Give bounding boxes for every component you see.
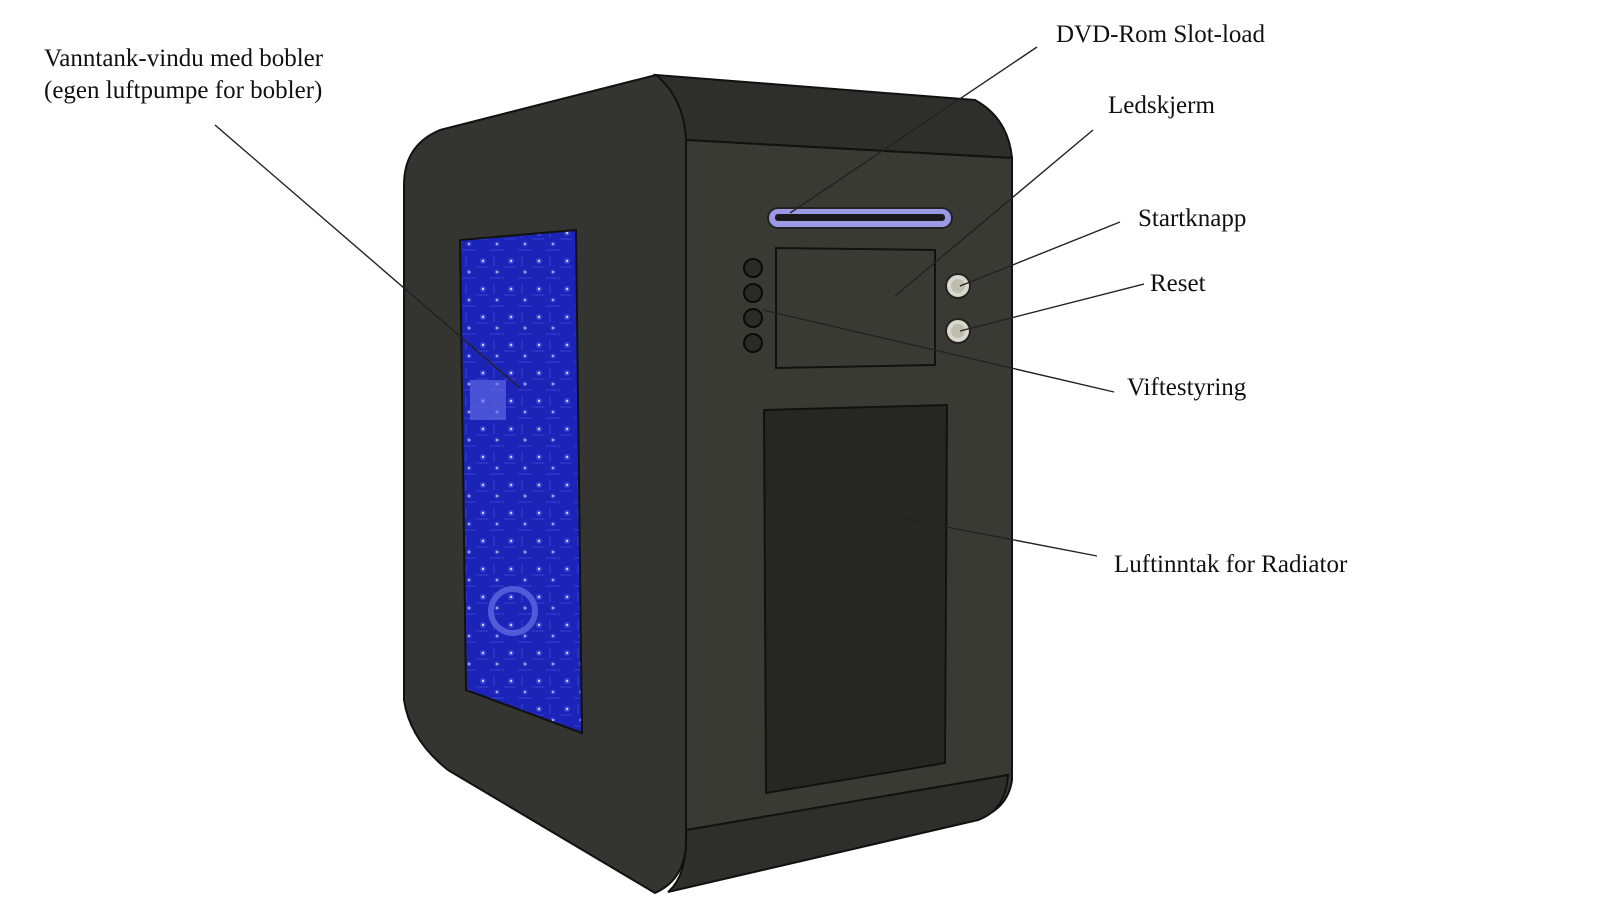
- case-bottom-edge: [667, 773, 1010, 893]
- fan-knob-3: [743, 308, 763, 328]
- water-tank-window: [458, 228, 584, 735]
- leader-startknapp: [959, 221, 1121, 287]
- label-reset-button: Reset: [1150, 270, 1206, 297]
- window-fan-detail: [488, 586, 538, 636]
- fan-knob-4: [743, 333, 763, 353]
- label-start-button: Startknapp: [1138, 205, 1247, 232]
- label-water-tank-line2: (egen luftpumpe for bobler): [44, 77, 323, 104]
- label-dvd-rom: DVD-Rom Slot-load: [1056, 21, 1266, 48]
- leader-ledskjerm: [894, 129, 1094, 297]
- label-water-tank-line1: Vanntank-vindu med bobler: [44, 45, 324, 72]
- fan-control-knobs: [743, 258, 763, 353]
- leader-dvd: [789, 46, 1038, 214]
- label-radiator-intake: Luftinntak for Radiator: [1114, 551, 1348, 578]
- label-fan-control: Viftestyring: [1127, 374, 1247, 401]
- led-screen: [775, 246, 936, 370]
- leader-vanntank: [214, 124, 521, 389]
- leader-lines: [214, 46, 1145, 557]
- fan-knob-1: [743, 258, 763, 278]
- dvd-slot-opening: [775, 214, 945, 221]
- leader-viftestyring: [762, 309, 1115, 393]
- start-button-inner: [951, 279, 965, 293]
- radiator-intake-panel: [762, 403, 949, 795]
- label-water-tank-window: Vanntank-vindu med bobler (egen luftpump…: [44, 43, 323, 107]
- fan-knob-2: [743, 283, 763, 303]
- label-led-screen: Ledskjerm: [1108, 92, 1215, 119]
- reset-button-inner: [951, 324, 965, 338]
- window-chip: [470, 380, 506, 420]
- leader-reset: [959, 283, 1145, 332]
- leader-luftinntak: [899, 517, 1098, 557]
